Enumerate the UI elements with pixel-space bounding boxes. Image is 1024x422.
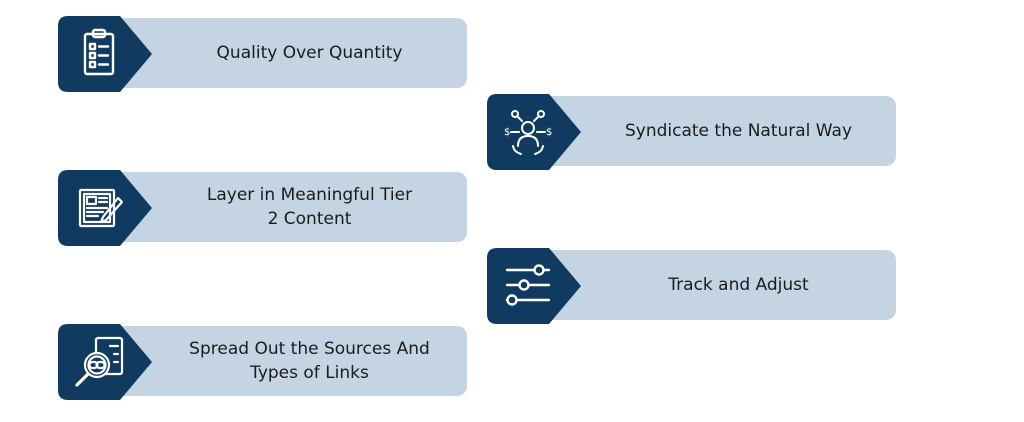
step-tab <box>58 16 152 92</box>
step-tab <box>58 324 152 400</box>
step-card-quality: Quality Over Quantity <box>58 16 467 92</box>
step-label: Track and Adjust <box>668 275 809 295</box>
step-label: Quality Over Quantity <box>216 43 403 63</box>
link-magnifier-icon <box>75 336 124 387</box>
sliders-icon <box>505 264 551 306</box>
svg-text:$: $ <box>546 127 552 138</box>
step-tab <box>487 248 581 324</box>
step-label: Syndicate the Natural Way <box>624 121 853 141</box>
clipboard-checklist-icon <box>83 28 115 76</box>
document-pencil-icon <box>78 188 124 228</box>
step-card-track: Track and Adjust <box>487 248 896 324</box>
step-card-syndicate: $ $ Syndicate the Natural Way <box>487 94 896 170</box>
svg-text:$: $ <box>504 127 510 138</box>
step-tab: $ $ <box>487 94 581 170</box>
person-network-gear-icon: $ $ <box>504 110 552 155</box>
step-tab <box>58 170 152 246</box>
